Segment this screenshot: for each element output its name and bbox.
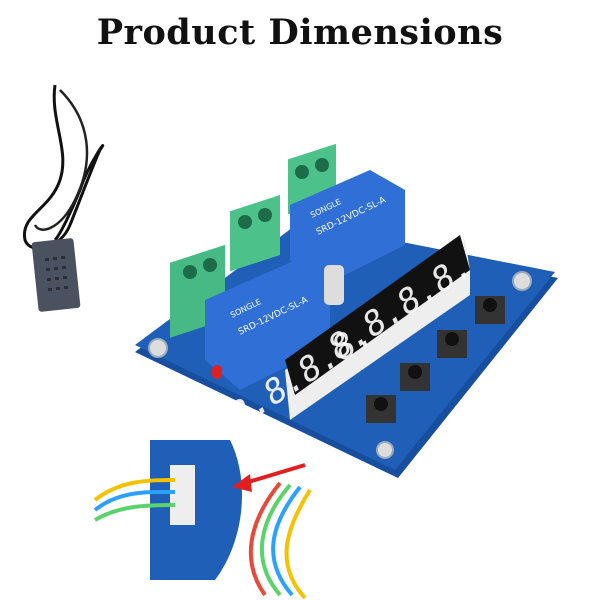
- mount-hole: [512, 271, 532, 291]
- page-title: Product Dimensions: [96, 12, 504, 53]
- mount-hole: [148, 338, 168, 358]
- relay-2: SRD-12VDC-SL-A SONGLE: [290, 170, 405, 285]
- push-buttons: [366, 296, 505, 423]
- arrow-icon: [244, 463, 306, 485]
- buzzer: [324, 265, 344, 305]
- mount-hole: [376, 441, 394, 459]
- humidity-sensor-probe: [22, 84, 105, 312]
- inset-wiring-detail: [93, 440, 312, 600]
- red-led: [212, 365, 222, 379]
